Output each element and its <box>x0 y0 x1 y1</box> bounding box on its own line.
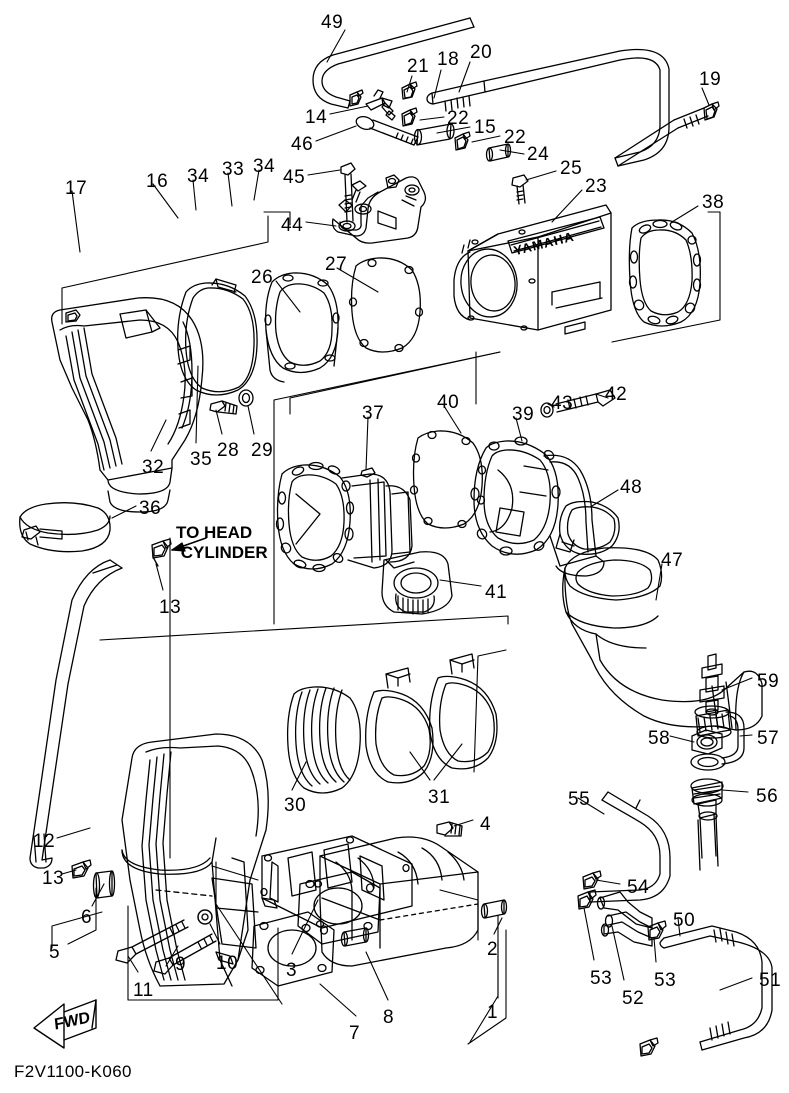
callout-number: 13 <box>42 868 65 889</box>
callout-number: 12 <box>33 831 56 852</box>
callout-number: 17 <box>65 178 88 199</box>
callout-number: 9 <box>175 954 187 975</box>
callout-number: 7 <box>349 1023 361 1044</box>
callout-number: 42 <box>605 384 628 405</box>
callout-number: 22 <box>504 127 527 148</box>
callout-number: 26 <box>251 267 274 288</box>
callout-number: 55 <box>568 789 591 810</box>
callout-number: 19 <box>699 69 722 90</box>
callout-number: 40 <box>437 392 460 413</box>
callout-number: 5 <box>49 942 61 963</box>
callout-number: 23 <box>585 176 608 197</box>
note-to-head-cylinder: TO HEAD CYLINDER <box>176 523 268 562</box>
callout-number: 33 <box>222 159 245 180</box>
callout-number: 34 <box>253 156 276 177</box>
callout-number: 59 <box>757 671 780 692</box>
callout-number: 32 <box>142 457 165 478</box>
callout-number: 41 <box>485 582 508 603</box>
callout-number: 34 <box>187 166 210 187</box>
callout-number: 2 <box>487 939 499 960</box>
callout-number: 45 <box>283 167 306 188</box>
callout-number: 52 <box>622 988 645 1009</box>
callout-number: 16 <box>146 171 169 192</box>
callout-number: 31 <box>428 787 451 808</box>
callout-number: 3 <box>286 960 298 981</box>
callout-number: 27 <box>325 254 348 275</box>
callout-number: 22 <box>447 108 470 129</box>
callout-number: 15 <box>474 117 497 138</box>
callout-number: 29 <box>251 440 274 461</box>
callout-number: 50 <box>673 910 696 931</box>
callout-number: 44 <box>281 215 304 236</box>
callout-number: 57 <box>757 728 780 749</box>
callout-number: 10 <box>216 953 239 974</box>
callout-number: 13 <box>159 597 182 618</box>
callout-number: 53 <box>590 968 613 989</box>
callout-number: 56 <box>756 786 779 807</box>
callout-number: 37 <box>362 403 385 424</box>
callout-number: 36 <box>139 498 162 519</box>
callout-number: 8 <box>383 1007 395 1028</box>
callout-number: 43 <box>551 393 574 414</box>
callout-number: 24 <box>527 144 550 165</box>
callout-number: 21 <box>407 56 430 77</box>
callout-number: 38 <box>702 192 725 213</box>
drawing-number: F2V1100-K060 <box>14 1062 132 1081</box>
callout-number: 49 <box>321 12 344 33</box>
callout-number: 53 <box>654 970 677 991</box>
callout-number: 51 <box>759 970 782 991</box>
callout-number: 20 <box>470 42 493 63</box>
callout-number: 25 <box>560 158 583 179</box>
callout-number: 14 <box>305 107 328 128</box>
callout-number: 4 <box>480 814 492 835</box>
callout-number: 30 <box>284 795 307 816</box>
callout-number: 47 <box>661 550 684 571</box>
callout-number: 54 <box>627 877 650 898</box>
callout-number: 48 <box>620 477 643 498</box>
callout-number: 28 <box>217 440 240 461</box>
callout-number: 11 <box>133 980 154 1001</box>
callout-number: 39 <box>512 404 535 425</box>
callout-number: 58 <box>648 728 671 749</box>
callout-number: 46 <box>291 134 314 155</box>
callout-number: 6 <box>81 907 93 928</box>
callout-number: 18 <box>437 49 460 70</box>
callout-number: 35 <box>190 449 213 470</box>
callout-number: 1 <box>487 1002 499 1023</box>
